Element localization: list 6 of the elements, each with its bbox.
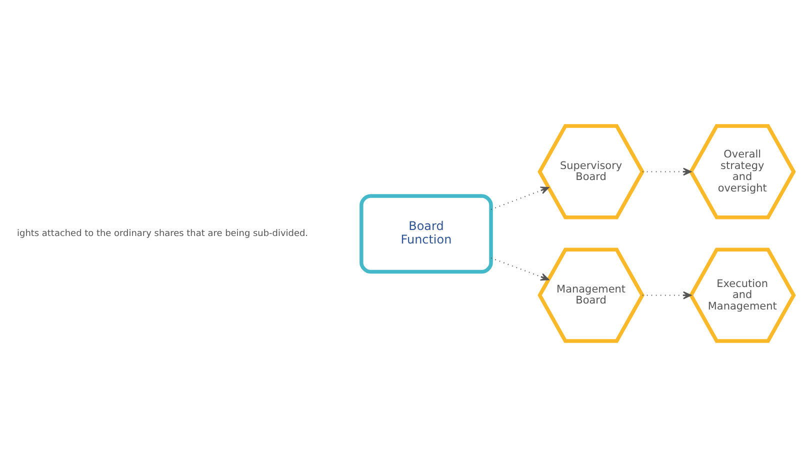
arrow	[642, 167, 692, 176]
label: ights attached to the ordinary shares that are being sub-divided.	[17, 228, 308, 239]
arrow	[490, 186, 550, 210]
node-box: Board Function	[360, 194, 493, 274]
arrow	[490, 256, 550, 280]
arrow	[642, 290, 692, 299]
